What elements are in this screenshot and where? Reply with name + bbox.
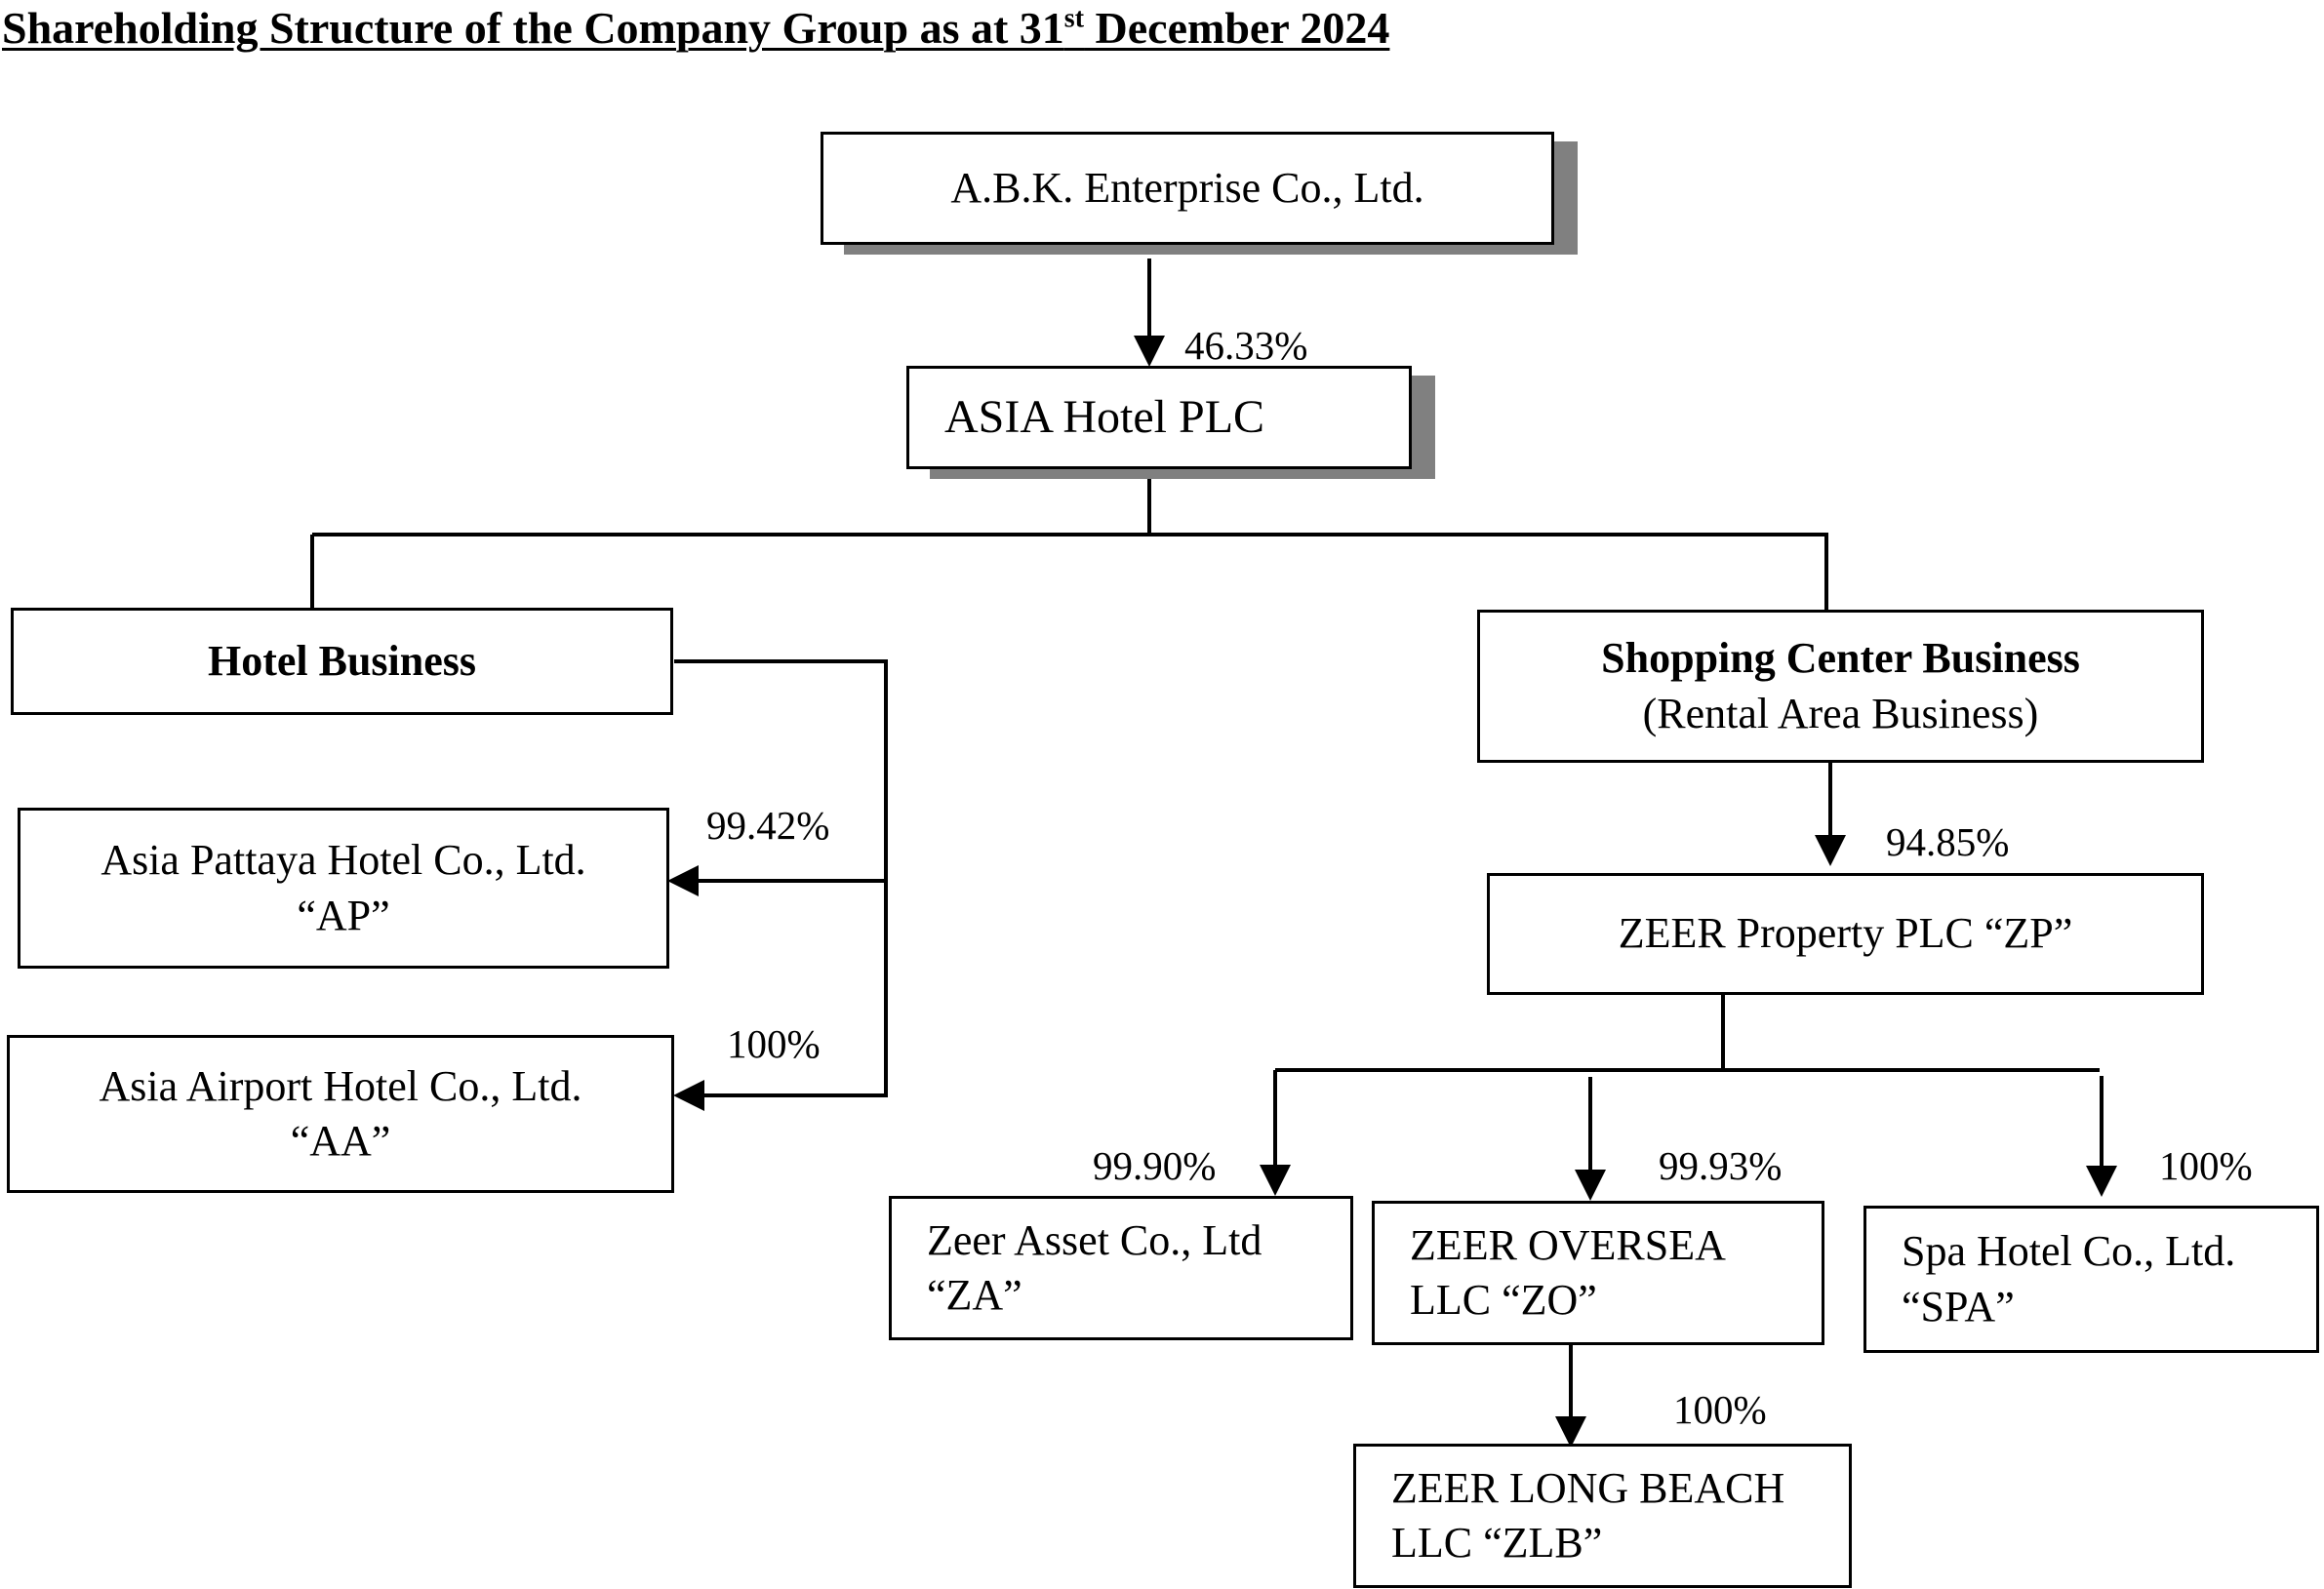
pct-zp: 94.85% [1886, 819, 2010, 864]
node-hotel-business-label: Hotel Business [207, 636, 477, 685]
node-asia-pattaya-hotel: Asia Pattaya Hotel Co., Ltd. “AP” [18, 808, 669, 969]
node-zeer-oversea: ZEER OVERSEA LLC “ZO” [1372, 1201, 1824, 1345]
pct-zlb: 100% [1673, 1387, 1767, 1432]
node-shopping-center-line1: Shopping Center Business [1601, 634, 2080, 683]
node-abk-enterprise: A.B.K. Enterprise Co., Ltd. [821, 132, 1554, 245]
node-asia-airport-hotel: Asia Airport Hotel Co., Ltd. “AA” [7, 1035, 674, 1193]
node-aa-line1: Asia Airport Hotel Co., Ltd. [99, 1061, 582, 1110]
node-zeer-property: ZEER Property PLC “ZP” [1487, 873, 2204, 995]
node-spa-line1: Spa Hotel Co., Ltd. [1902, 1227, 2236, 1276]
title-superscript: st [1063, 3, 1085, 34]
pct-spa: 100% [2159, 1143, 2253, 1188]
node-za-line1: Zeer Asset Co., Ltd [927, 1215, 1262, 1264]
node-ap-line2: “AP” [297, 891, 390, 939]
title-tail: December 2024 [1084, 3, 1390, 53]
node-spa-line2: “SPA” [1902, 1282, 2015, 1331]
node-asia-hotel-label: ASIA Hotel PLC [944, 391, 1265, 444]
node-abk-label: A.B.K. Enterprise Co., Ltd. [950, 163, 1424, 212]
node-zlb-line2: LLC “ZLB” [1391, 1519, 1603, 1567]
node-shopping-center-line2: (Rental Area Business) [1642, 689, 2039, 737]
node-zlb-line1: ZEER LONG BEACH [1391, 1463, 1785, 1512]
pct-zo: 99.93% [1659, 1143, 1783, 1188]
node-zo-line1: ZEER OVERSEA [1410, 1220, 1726, 1269]
node-za-line2: “ZA” [927, 1271, 1022, 1319]
pct-abk-to-asia: 46.33% [1184, 323, 1308, 368]
node-zo-line2: LLC “ZO” [1410, 1276, 1597, 1324]
node-hotel-business: Hotel Business [11, 608, 673, 715]
node-ap-line1: Asia Pattaya Hotel Co., Ltd. [100, 836, 586, 885]
node-zp-label: ZEER Property PLC “ZP” [1618, 909, 2073, 958]
node-shopping-center-business: Shopping Center Business (Rental Area Bu… [1477, 610, 2204, 763]
node-aa-line2: “AA” [290, 1117, 391, 1165]
node-spa-hotel: Spa Hotel Co., Ltd. “SPA” [1863, 1206, 2319, 1353]
node-zeer-asset: Zeer Asset Co., Ltd “ZA” [889, 1196, 1353, 1340]
pct-ap: 99.42% [706, 803, 830, 848]
pct-za: 99.90% [1093, 1143, 1217, 1188]
pct-aa: 100% [727, 1021, 821, 1066]
page-title: Shareholding Structure of the Company Gr… [2, 2, 1389, 54]
node-asia-hotel: ASIA Hotel PLC [906, 366, 1412, 469]
node-zeer-long-beach: ZEER LONG BEACH LLC “ZLB” [1353, 1444, 1852, 1588]
title-main: Shareholding Structure of the Company Gr… [2, 3, 1064, 53]
